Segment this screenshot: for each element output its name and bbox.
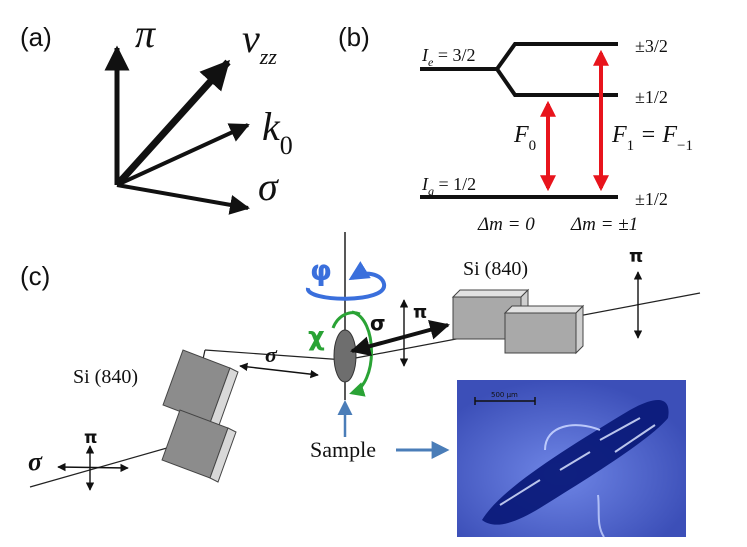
si-crystal-right-front [503,304,585,355]
crystal-body [482,399,669,525]
k0-subscript: 0 [280,131,293,160]
f1-sub: 1 [627,138,635,154]
pi-label-outgoing: π [629,246,643,267]
sample-micrograph: 500 μm [457,380,686,538]
scale-bar-label: 500 μm [491,391,518,399]
f1-label: F1 = F−1 [611,122,693,154]
panel-b: (b) Ie = 3/2 Ig = 1/2 ±3/2 ±1/2 ±1/2 F0 … [338,22,693,235]
panel-b-label: (b) [338,22,370,52]
si-crystal-left-lower [161,409,237,483]
label-pm-1-2-lower: ±1/2 [635,189,668,209]
crystal-highlights [499,417,656,506]
panel-c-label: (c) [20,261,50,291]
si-840-right-label: Si (840) [463,258,528,280]
ground-value: = 1/2 [434,174,476,194]
vzz-subscript: zz [259,44,278,69]
vzz-label: vzz [242,16,277,69]
pi-label-incoming: π [84,428,97,448]
sigma-label-center: σ [370,311,386,335]
k0-base: k [262,104,281,149]
panel-a: (a) π vzz k0 σ [20,11,293,215]
glass-fiber-tail [597,494,605,538]
si-crystal-left-upper [162,349,239,429]
ground-symbol: I [421,174,429,194]
f0-sub: 0 [529,138,537,154]
vzz-base: v [242,16,260,61]
sigma-label-mid-beam: σ [265,342,278,367]
vector-k0 [116,123,250,187]
pi-label-center: π [413,302,427,323]
f0-base: F [513,122,529,148]
excited-symbol: I [421,45,429,65]
delta-m-zero-label: Δm = 0 [477,214,535,235]
sigma-arrow-incoming [57,462,129,473]
sample-disk [333,329,357,383]
phi-rotation-arrow [306,261,386,301]
k0-label: k0 [262,104,293,160]
label-pm-3-2: ±3/2 [635,36,668,56]
sigma-arrow-mid-beam [239,362,319,379]
sigma-label: σ [258,164,279,209]
chi-label: χ [308,322,325,352]
glass-fiber-loop [544,424,601,451]
vector-vzz [114,59,231,188]
excited-level-line [420,42,618,97]
panel-a-label: (a) [20,22,52,52]
sample-label: Sample [310,437,376,462]
label-pm-1-2-upper: ±1/2 [635,87,668,107]
ground-level-label: Ig = 1/2 [421,174,476,198]
pi-label: π [135,11,156,56]
vector-sigma [116,183,250,215]
beam-line-to-sample [204,349,346,361]
chi-rotation-arc-top [331,311,361,329]
f1-sub2: −1 [677,138,693,154]
excited-level-label: Ie = 3/2 [421,45,475,69]
si-840-left-label: Si (840) [73,366,138,388]
f1-base: F [611,122,627,148]
excited-value: = 3/2 [433,45,475,65]
phi-label: φ [310,254,332,287]
f1-eq: = F [634,122,677,148]
panel-c: (c) Si (840) Si (840) [20,232,701,538]
excited-sub: e [428,55,434,69]
ground-sub: g [428,184,434,198]
sigma-label-incoming: σ [28,447,43,476]
delta-m-pm1-label: Δm = ±1 [570,214,638,235]
f0-label: F0 [513,122,536,154]
